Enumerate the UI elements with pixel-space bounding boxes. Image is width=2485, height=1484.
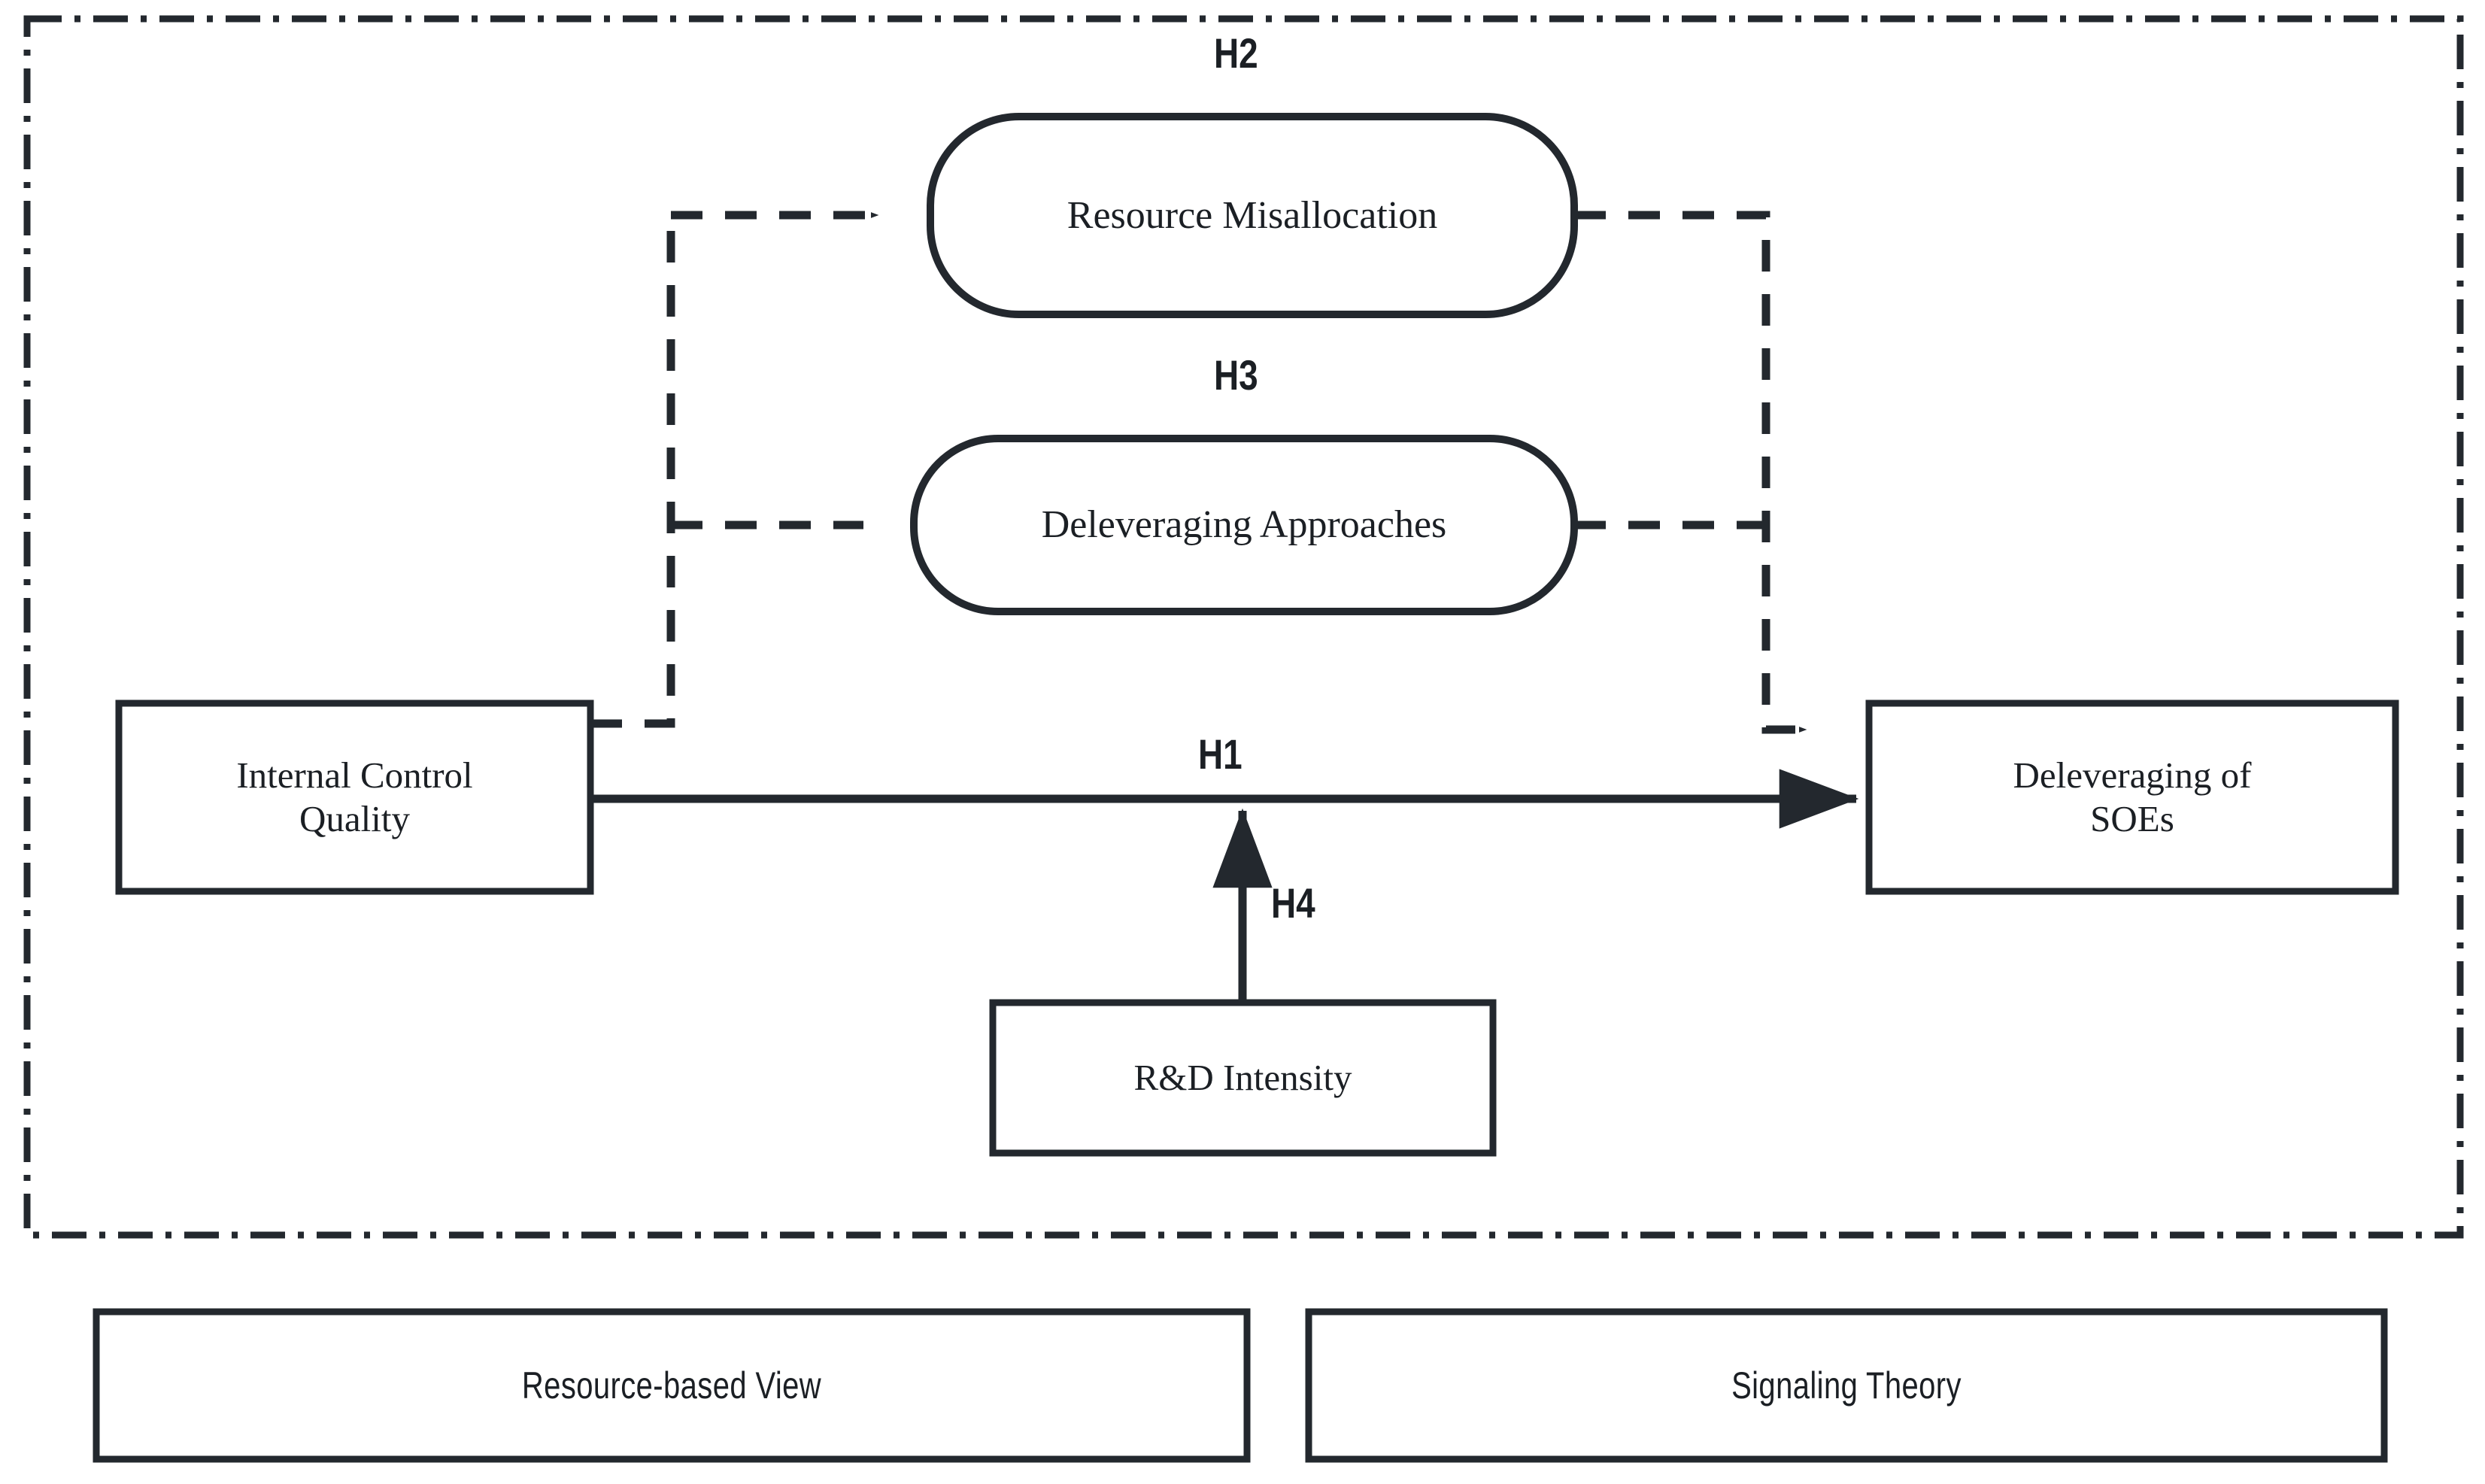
edge-left-dashed-trunk (590, 215, 675, 728)
theory-signaling-theory-shape[interactable] (1305, 1308, 2388, 1463)
theory-resource-based-view-shape[interactable] (93, 1308, 1251, 1463)
node-resource-misallocation-shape[interactable] (927, 113, 1578, 318)
node-deleveraging-approaches-shape[interactable] (910, 435, 1578, 615)
edge-h2-return-path (1574, 211, 1807, 734)
dash-dot-frame (23, 15, 2464, 1239)
node-rd-intensity-shape[interactable] (989, 999, 1497, 1157)
node-internal-control-quality-shape[interactable] (115, 700, 594, 895)
node-deleveraging-of-soes-shape[interactable] (1865, 700, 2399, 895)
